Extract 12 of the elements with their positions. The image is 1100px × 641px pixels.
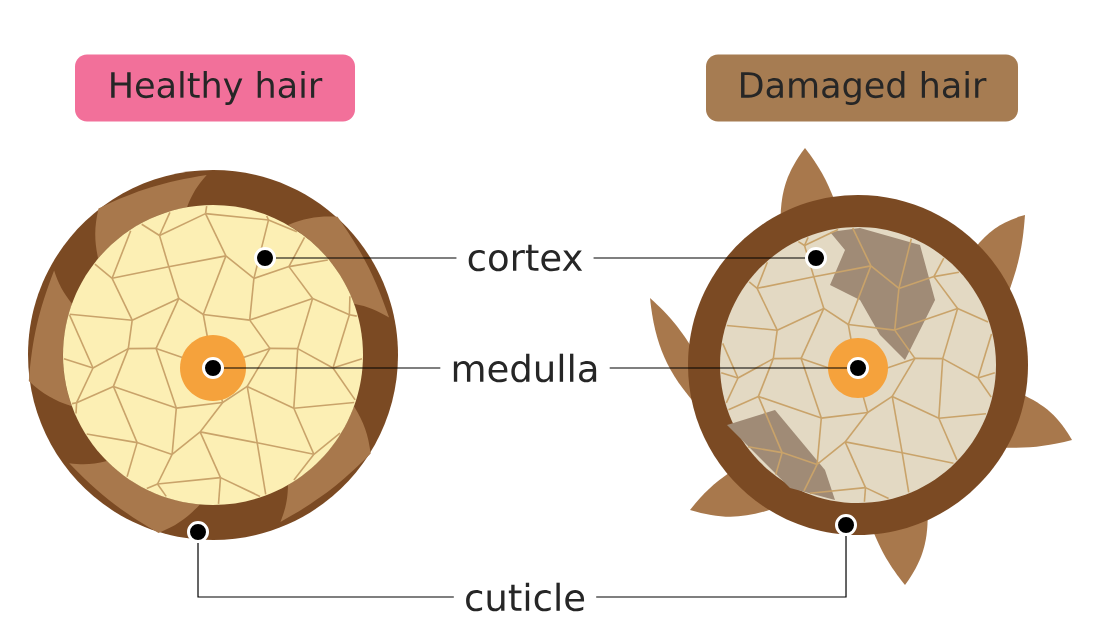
leader-line: [595, 535, 847, 598]
leader-line: [275, 257, 458, 259]
title-pill: Damaged hair: [706, 54, 1018, 122]
leader-line: [223, 367, 441, 369]
part-label: medulla: [453, 353, 597, 383]
leader-line: [609, 367, 848, 369]
part-label: cuticle: [466, 582, 585, 612]
part-label: cortex: [468, 244, 583, 272]
leader-line: [592, 257, 806, 259]
marker-dot: [187, 521, 209, 543]
leader-line: [197, 542, 455, 598]
title-pill: Healthy hair: [75, 54, 355, 122]
